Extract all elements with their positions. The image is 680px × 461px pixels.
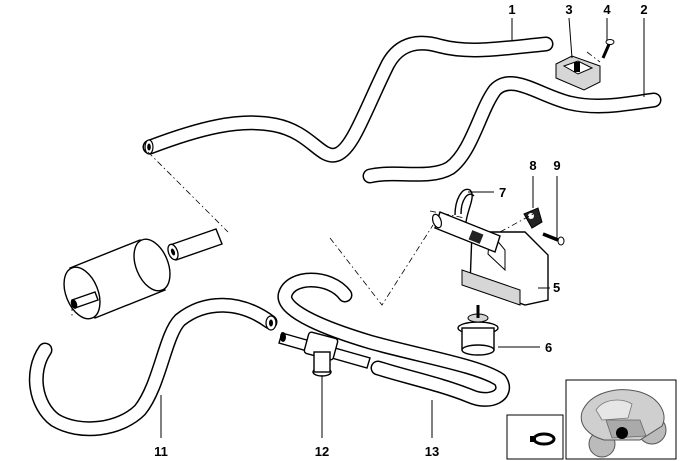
- callout-2: 2: [640, 2, 647, 17]
- spring-clip-7[interactable]: [454, 188, 475, 223]
- center-lines: [71, 51, 601, 318]
- valve-6[interactable]: [457, 305, 499, 356]
- hose-2[interactable]: [362, 76, 662, 184]
- callout-1: 1: [508, 2, 515, 17]
- screw-9[interactable]: [542, 232, 565, 246]
- location-marker-icon: [616, 427, 628, 439]
- hose-clamp-10[interactable]: [530, 432, 556, 446]
- valve-assembly-5[interactable]: [431, 211, 549, 306]
- callout-8: 8: [529, 158, 536, 173]
- callout-11: 11: [154, 444, 168, 459]
- leader-lines: [160, 17, 645, 438]
- bracket-8[interactable]: [523, 207, 543, 229]
- clip-3[interactable]: [555, 55, 601, 91]
- callout-7: 7: [499, 185, 506, 200]
- callout-12: 12: [315, 444, 329, 459]
- callout-5: 5: [553, 280, 560, 295]
- hose-11[interactable]: [28, 297, 278, 437]
- screw-4[interactable]: [601, 39, 615, 59]
- hose-13[interactable]: [277, 272, 510, 407]
- motorcycle-thumbnail: [565, 379, 677, 460]
- callout-13: 13: [425, 444, 439, 459]
- fuel-filter[interactable]: [57, 234, 177, 324]
- short-hose-piece[interactable]: [166, 228, 223, 261]
- hose-clamp-10-box: [506, 414, 564, 460]
- callout-3: 3: [565, 2, 572, 17]
- callout-6: 6: [545, 340, 552, 355]
- t-connector-12[interactable]: [278, 331, 371, 377]
- hose-1[interactable]: [142, 35, 554, 163]
- callout-labels: 1 2 3 4 5 6 7 8 9 10 11 12 13: [154, 2, 647, 459]
- callout-9: 9: [553, 158, 560, 173]
- callout-4: 4: [603, 2, 611, 17]
